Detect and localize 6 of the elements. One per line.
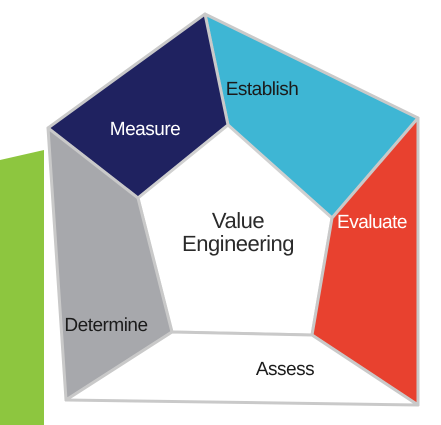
segment-label: Determine [64,316,148,336]
segment-label: Measure [110,120,180,140]
segment-label: Evaluate [337,213,407,233]
segment-label: Value Engineering [181,208,295,256]
segment-label: Assess [256,360,314,380]
segment-label: Establish [226,80,298,100]
